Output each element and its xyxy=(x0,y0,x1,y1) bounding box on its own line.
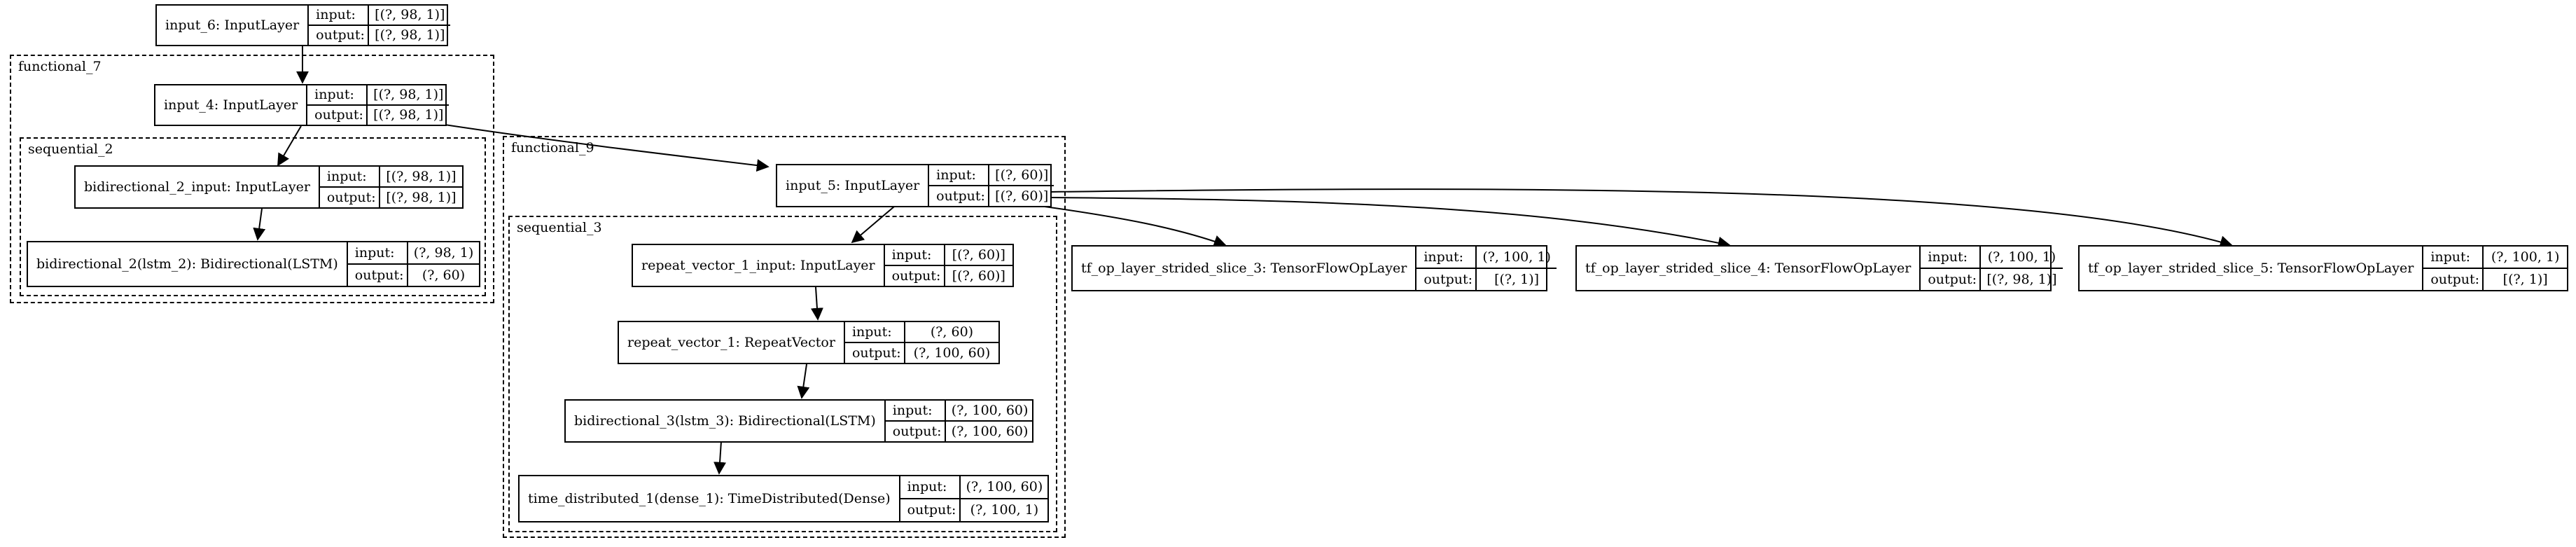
input-label: input: xyxy=(929,165,990,185)
node-repeat-vector-1: repeat_vector_1: RepeatVector input: (?, … xyxy=(618,321,1000,364)
input-shape: [(?, 98, 1)] xyxy=(375,7,445,22)
node-name: tf_op_layer_strided_slice_3: TensorFlowO… xyxy=(1073,247,1417,290)
cluster-label-sequential-2: sequential_2 xyxy=(28,141,113,157)
node-input-6: input_6: InputLayer input: [(?, 98, 1)] o… xyxy=(155,4,451,46)
output-shape: [(?, 1)] xyxy=(1494,271,1540,287)
output-shape: (?, 100, 60) xyxy=(951,423,1029,439)
node-name: input_5: InputLayer xyxy=(777,165,930,206)
node-name: bidirectional_3(lstm_3): Bidirectional(L… xyxy=(566,401,886,441)
cluster-sequential-2: sequential_2 xyxy=(20,137,486,296)
input-shape: (?, 100, 60) xyxy=(951,402,1029,418)
output-shape: [(?, 98, 1)] xyxy=(373,107,444,123)
input-shape: (?, 100, 60) xyxy=(966,479,1043,494)
input-shape: (?, 60) xyxy=(930,324,974,340)
cluster-label-functional-9: functional_9 xyxy=(511,140,594,155)
edge-bidir2input-bidir2 xyxy=(253,208,266,241)
output-label: output: xyxy=(1416,269,1477,290)
edge-bidir3-td1 xyxy=(713,441,727,475)
output-shape: (?, 100, 1) xyxy=(970,502,1039,518)
node-strided-slice-5: tf_op_layer_strided_slice_5: TensorFlowO… xyxy=(2078,245,2568,291)
cluster-label-functional-7: functional_7 xyxy=(18,59,102,74)
input-label: input: xyxy=(1416,247,1477,268)
input-label: input: xyxy=(320,167,380,186)
input-shape: (?, 100, 1) xyxy=(1482,249,1551,265)
output-shape: [(?, 60)] xyxy=(952,268,1005,284)
input-label: input: xyxy=(2423,247,2484,268)
node-bidirectional-3: bidirectional_3(lstm_3): Bidirectional(L… xyxy=(564,399,1034,443)
node-name: repeat_vector_1: RepeatVector xyxy=(619,322,845,363)
output-shape: [(?, 98, 1)] xyxy=(375,27,445,43)
edge-rv1-bidir3 xyxy=(797,363,810,399)
node-bidirectional-2: bidirectional_2(lstm_2): Bidirectional(L… xyxy=(27,241,480,287)
input-shape: (?, 98, 1) xyxy=(413,244,474,261)
node-input-5: input_5: InputLayer input: [(?, 60)] outp… xyxy=(776,164,1054,207)
cluster-label-sequential-3: sequential_3 xyxy=(517,220,602,235)
edge-input4-bidir2input xyxy=(277,125,302,167)
node-name: time_distributed_1(dense_1): TimeDistrib… xyxy=(520,476,900,521)
node-strided-slice-3: tf_op_layer_strided_slice_3: TensorFlowO… xyxy=(1071,245,1557,291)
edge-rv1input-rv1 xyxy=(810,286,823,321)
node-strided-slice-4: tf_op_layer_strided_slice_4: TensorFlowO… xyxy=(1575,245,2063,291)
node-repeat-vector-1-input: repeat_vector_1_input: InputLayer input:… xyxy=(632,244,1014,287)
node-name: repeat_vector_1_input: InputLayer xyxy=(633,245,885,286)
input-shape: [(?, 98, 1)] xyxy=(386,168,457,184)
output-label: output: xyxy=(2423,269,2484,290)
edge-input5-slice4 xyxy=(1050,197,1731,249)
cluster-functional-9: functional_9 xyxy=(503,136,1066,538)
input-shape: [(?, 60)] xyxy=(995,167,1049,183)
output-label: output: xyxy=(320,188,380,207)
edge-input4-input5 xyxy=(444,124,770,172)
input-label: input: xyxy=(307,85,368,104)
output-label: output: xyxy=(1921,269,1982,290)
node-time-distributed-1: time_distributed_1(dense_1): TimeDistrib… xyxy=(518,475,1049,522)
input-shape: (?, 100, 1) xyxy=(2491,249,2560,265)
input-shape: [(?, 60)] xyxy=(952,247,1005,263)
edge-input5-slice5 xyxy=(1050,188,2233,249)
node-name: input_6: InputLayer xyxy=(157,6,309,45)
output-label: output: xyxy=(348,265,408,286)
input-label: input: xyxy=(885,245,945,265)
node-name: bidirectional_2_input: InputLayer xyxy=(76,167,320,207)
edge-input5-rv1input xyxy=(851,206,895,244)
output-shape: [(?, 98, 1)] xyxy=(386,189,457,205)
node-name: tf_op_layer_strided_slice_4: TensorFlowO… xyxy=(1577,247,1921,290)
input-label: input: xyxy=(845,322,905,342)
output-shape: (?, 100, 60) xyxy=(913,345,991,361)
output-shape: [(?, 1)] xyxy=(2502,271,2548,287)
input-label: input: xyxy=(1921,247,1982,268)
node-name: tf_op_layer_strided_slice_5: TensorFlowO… xyxy=(2080,247,2424,290)
output-label: output: xyxy=(900,499,961,521)
output-label: output: xyxy=(307,106,368,125)
input-label: input: xyxy=(348,242,408,263)
edge-input5-slice3 xyxy=(1039,205,1227,248)
output-label: output: xyxy=(929,186,990,206)
input-label: input: xyxy=(309,6,370,25)
output-label: output: xyxy=(309,26,370,45)
output-shape: [(?, 98, 1)] xyxy=(1986,271,2057,287)
cluster-sequential-3: sequential_3 xyxy=(508,216,1057,532)
output-label: output: xyxy=(886,422,946,441)
input-shape: [(?, 98, 1)] xyxy=(373,87,444,102)
output-label: output: xyxy=(845,343,905,363)
cluster-functional-7: functional_7 xyxy=(10,55,494,303)
node-input-4: input_4: InputLayer input: [(?, 98, 1)] o… xyxy=(154,84,450,126)
input-shape: (?, 100, 1) xyxy=(1987,249,2056,265)
node-bidirectional-2-input: bidirectional_2_input: InputLayer input:… xyxy=(74,165,464,209)
output-shape: [(?, 60)] xyxy=(995,188,1049,204)
output-shape: (?, 60) xyxy=(422,267,466,283)
input-label: input: xyxy=(886,401,946,420)
node-name: input_4: InputLayer xyxy=(155,85,308,125)
node-name: bidirectional_2(lstm_2): Bidirectional(L… xyxy=(28,242,348,286)
input-label: input: xyxy=(900,476,961,498)
output-label: output: xyxy=(885,266,945,286)
